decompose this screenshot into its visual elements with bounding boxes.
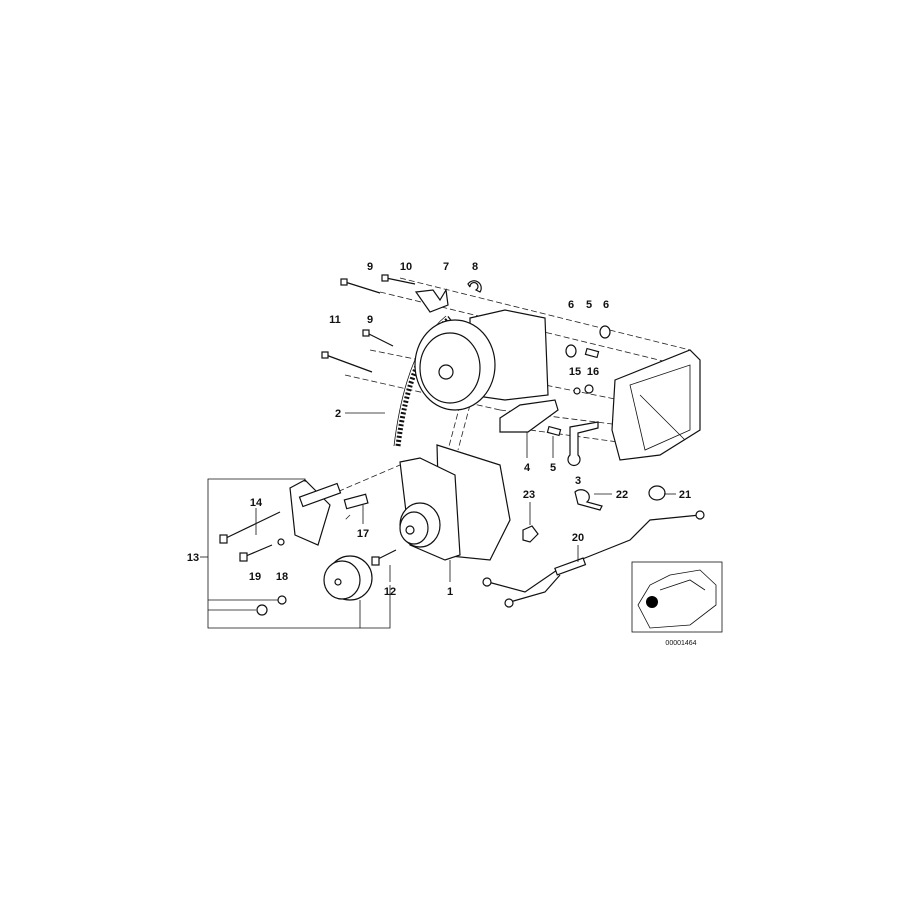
callout-9: 9 <box>367 261 373 273</box>
callout-21: 21 <box>679 489 691 501</box>
callout-12: 12 <box>384 586 396 598</box>
washer-15 <box>573 387 581 395</box>
drawing-code: 00001464 <box>665 640 696 647</box>
cable-harness-20 <box>482 510 705 608</box>
callout-11: 11 <box>329 314 341 326</box>
clip-8 <box>467 280 482 293</box>
locator-inset <box>631 561 723 633</box>
group-bracket-13 <box>207 478 391 629</box>
washer <box>277 595 287 605</box>
compressor <box>414 309 549 411</box>
callout-6b: 6 <box>603 299 609 311</box>
clip-23 <box>522 525 539 543</box>
callout-8: 8 <box>472 261 478 273</box>
callout-22: 22 <box>616 489 628 501</box>
bracket-7 <box>414 288 449 313</box>
pulley <box>323 555 373 601</box>
callout-9b: 9 <box>367 314 373 326</box>
nut-16 <box>584 384 594 394</box>
callout-labels: 9 10 7 8 11 9 6 5 6 15 16 2 4 5 3 23 22 … <box>187 261 691 598</box>
washer-18 <box>277 538 285 546</box>
tensioner-4 <box>499 399 559 433</box>
callout-18: 18 <box>276 571 288 583</box>
pin <box>298 482 342 508</box>
callout-4: 4 <box>524 462 531 474</box>
sleeve-5b <box>546 425 562 437</box>
callout-15: 15 <box>569 366 581 378</box>
callout-5: 5 <box>586 299 592 311</box>
bolts <box>219 274 416 566</box>
callout-14: 14 <box>250 497 263 509</box>
bracket-3 <box>567 421 599 466</box>
callout-23: 23 <box>523 489 535 501</box>
callout-13: 13 <box>187 552 199 564</box>
callout-7: 7 <box>443 261 449 273</box>
leader-lines <box>345 412 676 582</box>
callout-3: 3 <box>575 475 581 487</box>
engine-bracket <box>611 349 701 461</box>
callout-6: 6 <box>568 299 574 311</box>
callout-20: 20 <box>572 532 584 544</box>
callout-1: 1 <box>447 586 453 598</box>
location-marker <box>646 596 658 608</box>
callout-10: 10 <box>400 261 412 273</box>
alternator <box>399 444 511 561</box>
callout-2: 2 <box>335 408 341 420</box>
grommet-21 <box>648 485 666 501</box>
callout-19: 19 <box>249 571 261 583</box>
clip-22 <box>574 489 603 511</box>
nut <box>256 604 268 616</box>
bushing-6a <box>565 344 577 358</box>
callout-16: 16 <box>587 366 599 378</box>
callout-5b: 5 <box>550 462 556 474</box>
bushing-6b <box>599 325 611 339</box>
callout-17: 17 <box>357 528 369 540</box>
sleeve-17 <box>343 493 369 510</box>
sleeve-5a <box>584 347 600 359</box>
